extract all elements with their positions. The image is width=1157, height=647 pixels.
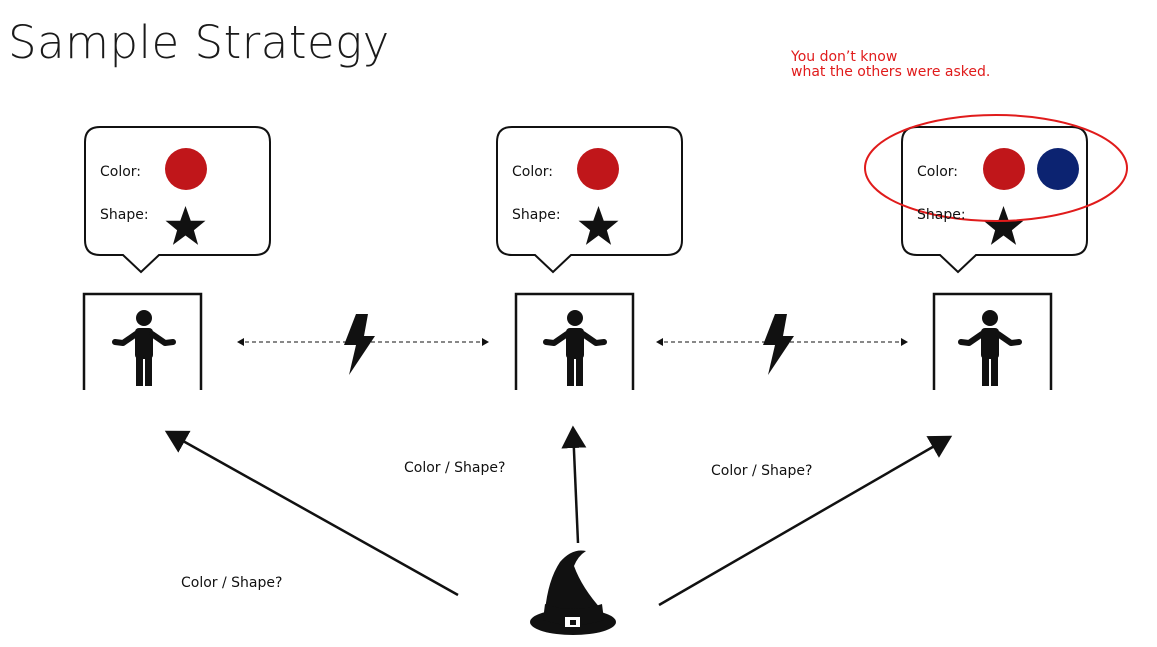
speech-bubble-middle bbox=[496, 126, 683, 274]
slide-title: Sample Strategy bbox=[8, 16, 390, 69]
color-label-right: Color: bbox=[917, 164, 959, 180]
question-label-middle: Color / Shape? bbox=[404, 460, 506, 476]
question-arrow-right bbox=[658, 435, 953, 607]
shape-label-middle: Shape: bbox=[512, 207, 561, 223]
person-shrug-icon bbox=[115, 310, 173, 386]
lightning-bolt-icon bbox=[344, 314, 375, 375]
color-label-left: Color: bbox=[100, 164, 142, 180]
color-label-middle: Color: bbox=[512, 164, 554, 180]
shape-label-left: Shape: bbox=[100, 207, 149, 223]
color-dot-red-left bbox=[165, 148, 207, 190]
red-note: You don’t know what the others were aske… bbox=[791, 50, 990, 80]
person-shrug-icon bbox=[546, 310, 604, 386]
color-dot-blue-right bbox=[1037, 148, 1079, 190]
question-label-right: Color / Shape? bbox=[711, 463, 813, 479]
doorway-icon bbox=[932, 292, 1053, 390]
speech-bubble-left bbox=[84, 126, 271, 274]
shape-label-right: Shape: bbox=[917, 207, 966, 223]
lightning-bolt-icon bbox=[763, 314, 794, 375]
highlight-ellipse bbox=[864, 114, 1128, 222]
note-line-1: You don’t know bbox=[791, 49, 898, 65]
doorway-icon bbox=[514, 292, 635, 390]
doorway-icon bbox=[82, 292, 203, 390]
color-dot-red-middle bbox=[577, 148, 619, 190]
question-label-left: Color / Shape? bbox=[181, 575, 283, 591]
color-dot-red-right bbox=[983, 148, 1025, 190]
question-arrow-middle bbox=[561, 425, 587, 544]
person-shrug-icon bbox=[961, 310, 1019, 386]
note-line-2: what the others were asked. bbox=[791, 64, 991, 80]
witch-hat-icon bbox=[530, 550, 616, 635]
question-arrow-left bbox=[164, 430, 459, 597]
